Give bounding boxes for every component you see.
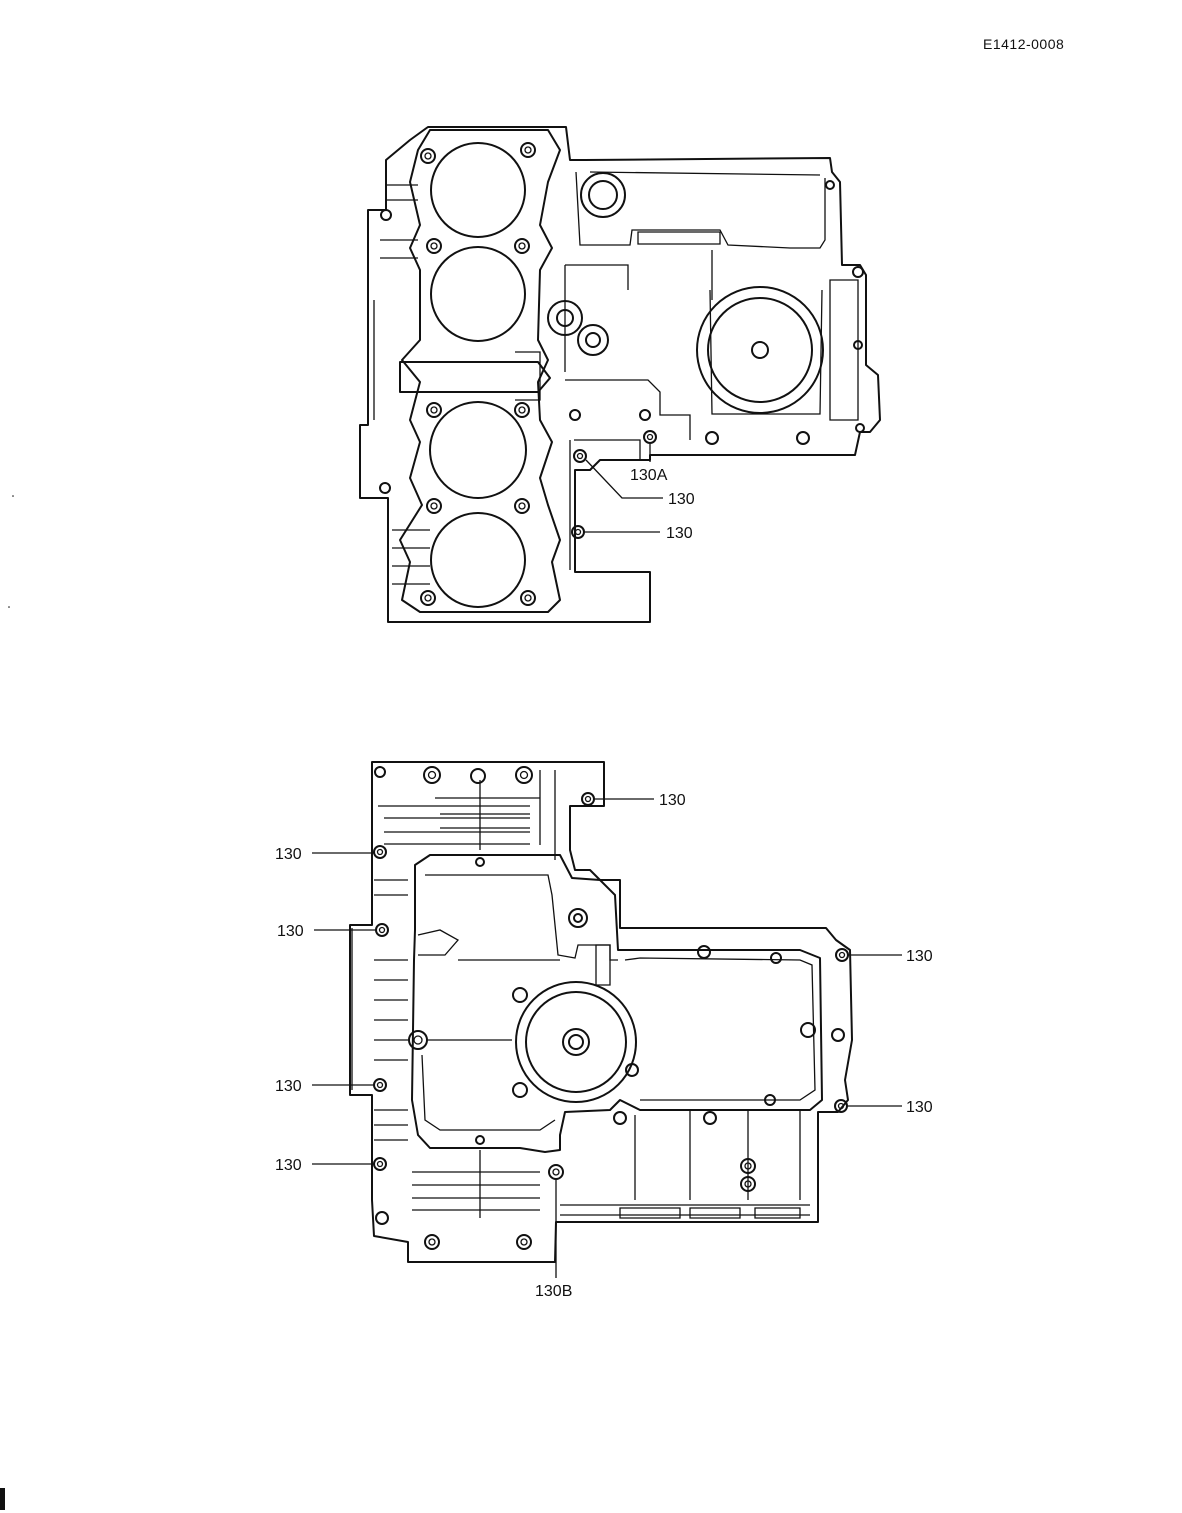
scan-speck: [8, 606, 10, 608]
callout-130: 130: [906, 1099, 933, 1116]
document-code: E1412-0008: [983, 36, 1065, 52]
scan-speck: [12, 495, 14, 497]
upper-crankcase-drawing: [359, 126, 881, 623]
callout-130: 130: [659, 792, 686, 809]
callout-130: 130: [275, 1157, 302, 1174]
callout-130: 130: [666, 525, 693, 542]
callout-130: 130: [275, 846, 302, 863]
callout-130: 130: [277, 923, 304, 940]
callout-130B: 130B: [535, 1283, 572, 1300]
lower-crankcase-drawing: [349, 761, 853, 1263]
callout-130A: 130A: [630, 467, 668, 484]
lower-callouts: 130 130 130 130 130 130 130 130B: [275, 792, 933, 1300]
callout-130: 130: [275, 1078, 302, 1095]
callout-130: 130: [668, 491, 695, 508]
page-edge-mark: [0, 1488, 5, 1510]
upper-callouts: 130A 130 130: [584, 444, 695, 542]
callout-130: 130: [906, 948, 933, 965]
